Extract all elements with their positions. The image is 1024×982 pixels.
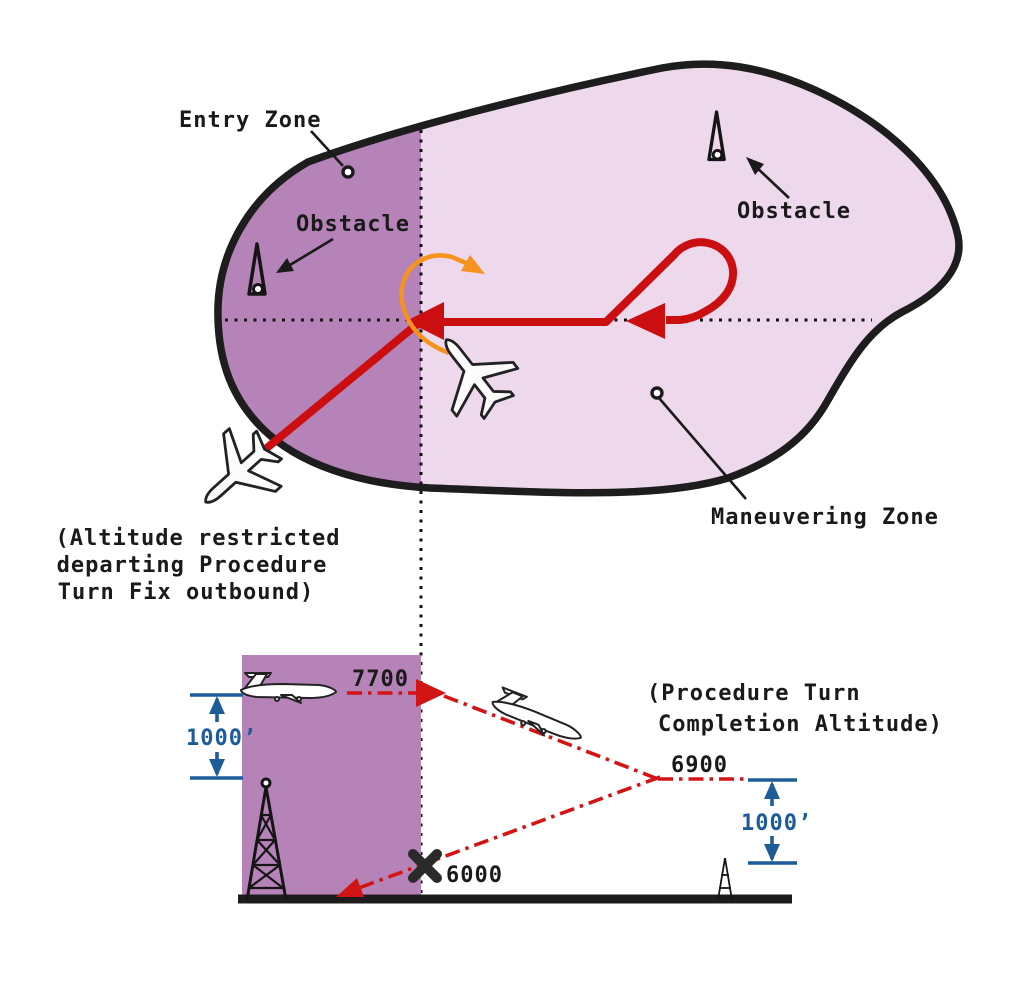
turn-arc <box>399 253 467 356</box>
maneuvering-zone-point-marker <box>650 386 664 400</box>
altitude-6000-label: 6000 <box>446 863 503 888</box>
turn-arc-arrowhead <box>461 255 485 274</box>
svg-text:Completion Altitude): Completion Altitude) <box>658 712 943 737</box>
entry-zone-area <box>217 126 421 488</box>
outbound-altitude-note: (Altitude restricted departing Procedure… <box>56 526 341 605</box>
turn-loop <box>421 238 738 326</box>
entry-zone-leader-line <box>310 130 344 167</box>
procedure-turn-track <box>259 238 738 456</box>
altitude-7700-label: 7700 <box>352 667 409 692</box>
dimension-right-1000ft <box>748 778 797 865</box>
turn-direction-indicator <box>399 253 485 356</box>
inbound-arrowhead <box>626 303 665 339</box>
descent-arrowhead-left <box>336 878 364 897</box>
dimension-left-1000ft <box>190 693 243 780</box>
entry-zone-point-marker <box>341 165 355 179</box>
obstacle-right-pointer-arrow <box>746 157 790 199</box>
obstacle-left-label: Obstacle <box>296 212 410 237</box>
descent-path <box>336 679 744 897</box>
obstacle-right-label: Obstacle <box>737 199 851 224</box>
completion-altitude-note: (Procedure Turn Completion Altitude) <box>647 681 943 737</box>
outbound-leg <box>259 317 424 456</box>
plan-view: Entry Zone Obstacle Obstacle Maneuvering… <box>56 60 963 899</box>
protection-area-outline <box>214 60 963 497</box>
descent-arrowhead-right <box>416 679 446 707</box>
svg-text:Turn Fix outbound): Turn Fix outbound) <box>58 580 314 605</box>
obstacle-left-pointer-arrow <box>276 237 334 273</box>
descending-outbound-segment <box>443 694 659 781</box>
svg-text:departing Procedure: departing Procedure <box>57 553 328 578</box>
svg-text:(Altitude restricted: (Altitude restricted <box>56 526 341 551</box>
small-tower-icon <box>717 857 733 901</box>
lattice-tower-icon <box>245 777 288 901</box>
svg-text:(Procedure Turn: (Procedure Turn <box>647 681 861 706</box>
dimension-right-label: 1000’ <box>741 811 812 836</box>
profile-view: 7700 6900 6000 1000’ 1000’ (Procedure Tu… <box>186 655 943 904</box>
maneuvering-zone-leader-line <box>658 397 747 500</box>
altitude-6900-label: 6900 <box>671 753 728 778</box>
descending-inbound-segment <box>347 775 661 894</box>
entry-zone-label: Entry Zone <box>179 108 321 133</box>
maneuvering-zone-label: Maneuvering Zone <box>711 505 939 530</box>
fix-crossing-x-mark <box>408 849 442 883</box>
dimension-left-label: 1000’ <box>186 726 257 751</box>
fix-arrowhead <box>406 302 444 340</box>
